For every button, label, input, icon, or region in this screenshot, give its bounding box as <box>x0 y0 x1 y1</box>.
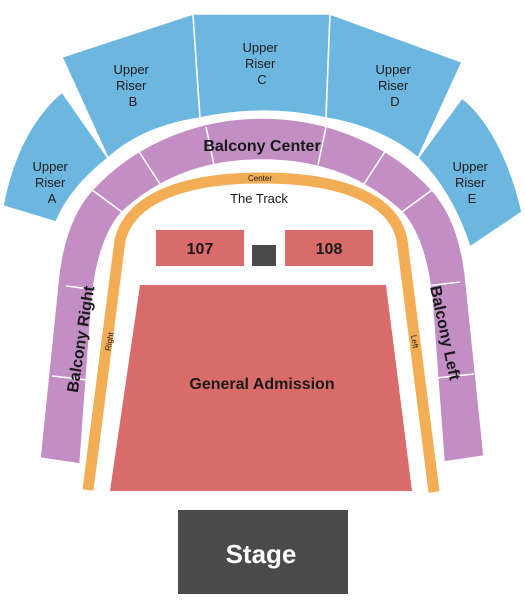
balcony-center-divider-left <box>137 149 161 185</box>
balcony-left-divider-bottom <box>435 373 475 379</box>
stage-label: Stage <box>226 539 297 569</box>
section-108-label: 108 <box>316 241 343 258</box>
balcony-center-label: Balcony Center <box>203 138 320 155</box>
track-right-label: Right <box>103 331 115 352</box>
upper-riser-b-label: Upper Riser B <box>113 62 152 109</box>
section-107[interactable] <box>156 230 244 266</box>
upper-riser-d-label: Upper Riser D <box>375 62 414 109</box>
section-108[interactable] <box>285 230 373 266</box>
balcony-right[interactable] <box>39 188 124 465</box>
general-admission-label: General Admission <box>189 376 334 393</box>
upper-riser-c-label: Upper Riser C <box>242 40 281 87</box>
track-left-label: Left <box>409 334 420 349</box>
section-107-label: 107 <box>187 241 214 258</box>
upper-riser-e[interactable] <box>417 96 523 249</box>
balcony-left[interactable] <box>400 188 485 463</box>
upper-riser-e-label: Upper Riser E <box>452 159 491 206</box>
track-center-label: Center <box>248 174 272 183</box>
upper-riser-a[interactable] <box>2 90 110 223</box>
sound-booth <box>252 245 276 266</box>
balcony-center-divider-right2 <box>317 126 327 166</box>
upper-riser-a-label: Upper Riser A <box>32 159 71 206</box>
the-track[interactable] <box>82 172 440 493</box>
balcony-center-divider-right <box>363 149 387 185</box>
balcony-center-divider-left2 <box>205 126 215 166</box>
stage <box>178 510 348 594</box>
general-admission[interactable] <box>110 285 412 491</box>
balcony-left-divider-top <box>425 281 461 287</box>
the-track-label: The Track <box>230 191 288 206</box>
balcony-right-divider-bottom <box>51 375 89 381</box>
balcony-right-divider-top <box>65 285 99 291</box>
